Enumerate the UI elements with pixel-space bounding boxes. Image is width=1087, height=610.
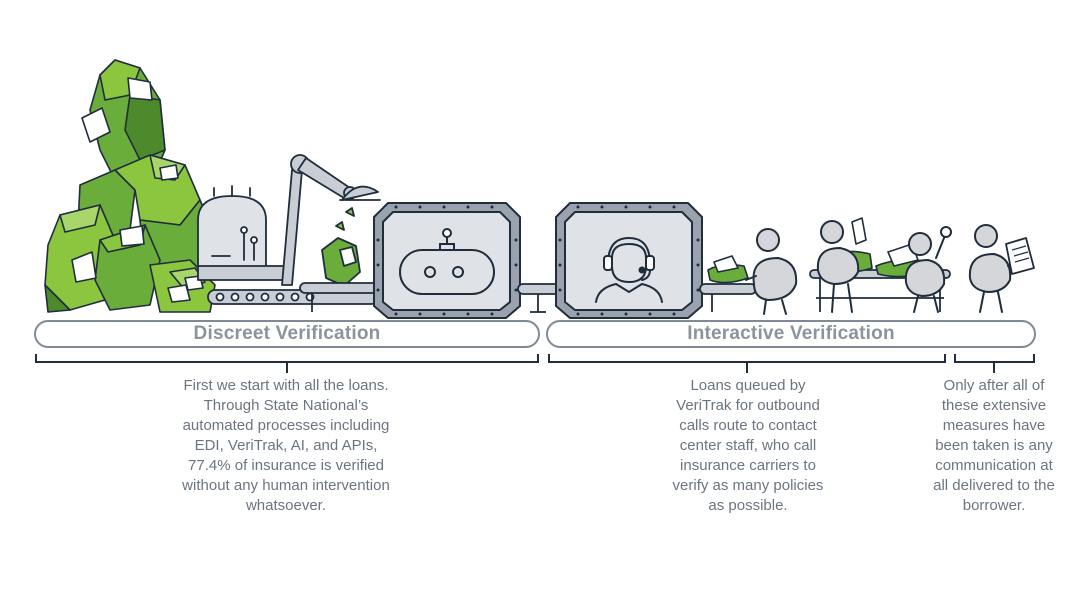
robotic-arm-icon [197, 154, 381, 287]
worker-icon [904, 226, 952, 313]
interactive-bracket-tick [746, 361, 748, 373]
interactive-description: Loans queued by VeriTrak for outbound ca… [672, 377, 824, 514]
call-center-agent-icon [595, 236, 663, 303]
borrower-bracket-tick [993, 361, 995, 373]
worker-icon [968, 224, 1017, 313]
document-icon [1005, 237, 1035, 275]
worker-icon [816, 220, 860, 313]
conveyor-belt-icon [517, 283, 561, 313]
worker-icon [745, 228, 798, 315]
discreet-verification-label: Discreet Verification [34, 320, 540, 348]
discreet-bracket-tick [286, 361, 288, 373]
loan-pile-icon [44, 59, 216, 313]
robot-face-icon [399, 228, 495, 295]
conveyor-belt-icon [207, 282, 381, 312]
interactive-verification-label: Interactive Verification [546, 320, 1036, 348]
borrower-description: Only after all of these extensive measur… [933, 377, 1055, 514]
discreet-description: First we start with all the loans. Throu… [182, 377, 390, 514]
